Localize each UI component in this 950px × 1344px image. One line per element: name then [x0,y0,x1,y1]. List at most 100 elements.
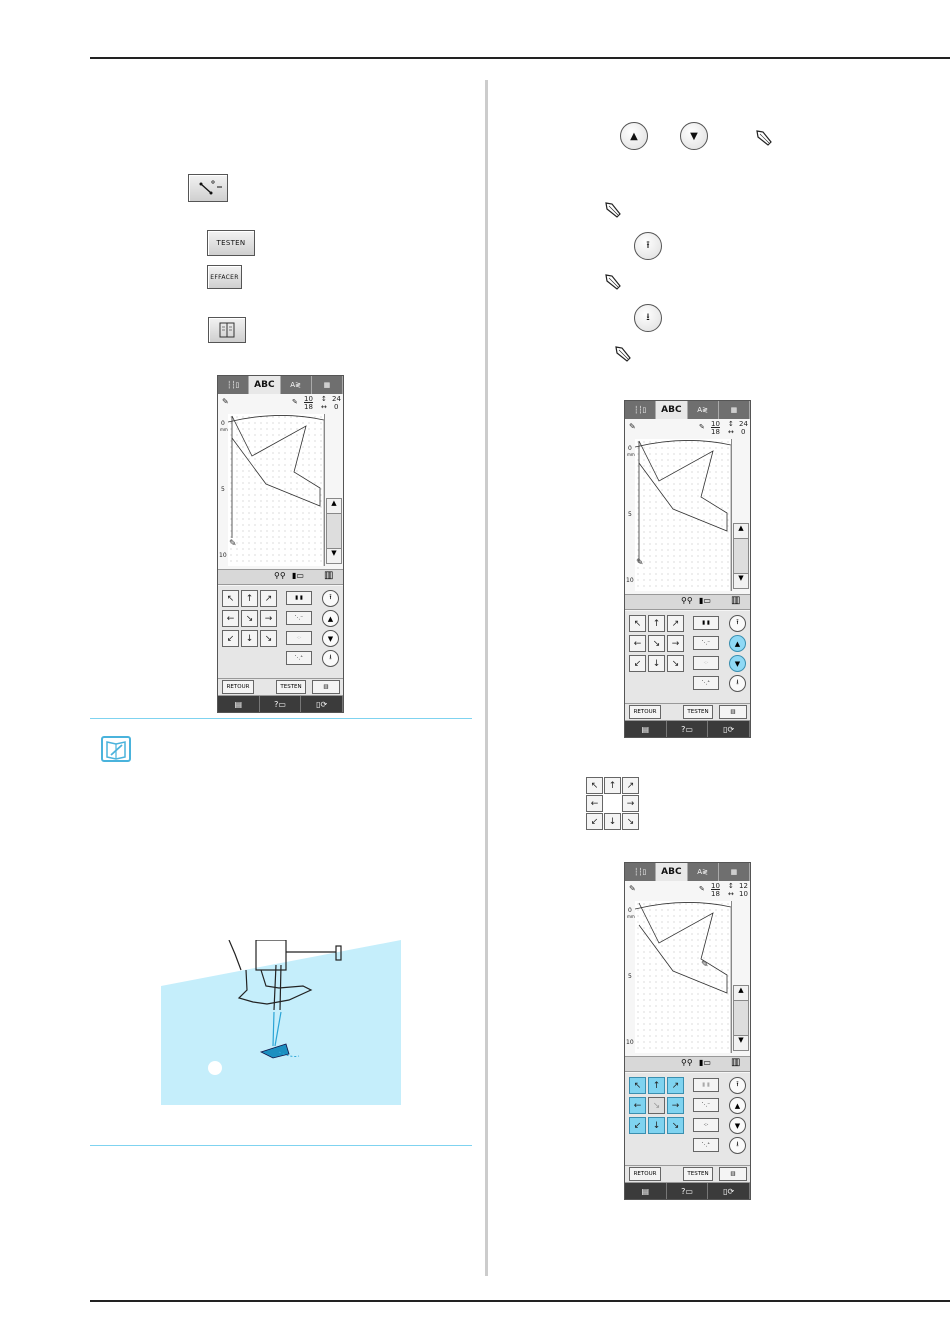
move-up-button[interactable]: ↑ [241,590,258,607]
prev-point-button[interactable]: ▲ [729,1097,746,1114]
move-down-left-button[interactable]: ↙ [586,813,603,830]
retour-button[interactable]: RETOUR [629,1167,661,1181]
testen-lcd-button[interactable]: TESTEN [683,1167,713,1181]
document-icon[interactable]: ▤ [625,1183,667,1199]
block-move-button[interactable]: ▮ ▮ [286,591,312,605]
memory-lcd-button[interactable]: ▥ [719,1167,747,1181]
next-point-button[interactable]: ▼ [729,1117,746,1134]
point-edit-button[interactable]: ·:· [286,631,312,645]
last-point-button[interactable]: ⭳ [322,650,339,667]
move-up-button[interactable]: ↑ [604,777,621,794]
tab-mydesign[interactable]: ▦ [719,401,750,419]
grid-view-icon[interactable]: ▮▭ [699,596,711,605]
move-up-button[interactable]: ↑ [648,615,665,632]
vertical-scrollbar[interactable]: ▲ ▼ [733,523,749,589]
point-insert-small-button[interactable]: ⋱⁻ [286,611,312,625]
tab-mydesign[interactable]: ▦ [312,376,343,394]
retour-button[interactable]: RETOUR [629,705,661,719]
move-right-button[interactable]: → [667,635,684,652]
book-icon[interactable]: ▥ [731,1057,741,1068]
design-canvas[interactable]: ✎ [634,439,732,591]
move-down-right-button[interactable]: ↘ [667,1117,684,1134]
tab-character[interactable]: ABC [249,376,281,394]
book-icon[interactable]: ▥ [324,570,334,581]
move-up-left-button[interactable]: ↖ [629,1077,646,1094]
last-point-button[interactable]: ⭳ [729,675,746,692]
scroll-down-icon[interactable]: ▼ [734,1035,748,1050]
zoom-icon[interactable]: ⚲⚲ [681,596,693,605]
testen-lcd-button[interactable]: TESTEN [683,705,713,719]
thread-icon[interactable]: ▯⟳ [708,1183,751,1199]
move-down-left-button[interactable]: ↙ [629,1117,646,1134]
move-up-left-button[interactable]: ↖ [586,777,603,794]
tab-utility[interactable]: ┆┆▯ [218,376,250,394]
move-center-button[interactable]: ↘ [648,1097,665,1114]
grid-view-icon[interactable]: ▮▭ [699,1058,711,1067]
move-left-button[interactable]: ← [586,795,603,812]
move-down-left-button[interactable]: ↙ [629,655,646,672]
move-left-button[interactable]: ← [629,1097,646,1114]
vertical-scrollbar[interactable]: ▲ ▼ [733,985,749,1051]
move-down-button[interactable]: ↓ [648,1117,665,1134]
point-add-button[interactable]: ⋱⁺ [693,676,719,690]
thread-icon[interactable]: ▯⟳ [301,696,344,712]
first-point-button[interactable]: ⭱ [322,590,339,607]
move-up-right-button[interactable]: ↗ [667,615,684,632]
next-point-button[interactable]: ▼ [729,655,746,672]
first-point-button[interactable]: ⭱ [729,1077,746,1094]
tab-character[interactable]: ABC [656,863,688,881]
move-right-button[interactable]: → [622,795,639,812]
testen-button[interactable]: TESTEN [207,230,255,256]
help-machine-icon[interactable]: ?▭ [667,721,709,737]
design-canvas[interactable]: ✎ [227,414,325,566]
move-down-left-button[interactable]: ↙ [222,630,239,647]
point-insert-button[interactable] [188,174,228,202]
down-point-button[interactable]: ▼ [680,122,708,150]
block-move-button[interactable]: ▮ ▮ [693,616,719,630]
prev-point-button[interactable]: ▲ [729,635,746,652]
move-center-button[interactable]: ↘ [241,610,258,627]
help-machine-icon[interactable]: ?▭ [667,1183,709,1199]
book-icon[interactable]: ▥ [731,595,741,606]
grid-view-icon[interactable]: ▮▭ [292,571,304,580]
document-icon[interactable]: ▤ [625,721,667,737]
effacer-button[interactable]: EFFACER [207,265,242,289]
point-add-button[interactable]: ⋱⁺ [286,651,312,665]
move-center-button[interactable]: ↘ [648,635,665,652]
point-add-button[interactable]: ⋱⁺ [693,1138,719,1152]
document-icon[interactable]: ▤ [218,696,260,712]
tab-mydesign[interactable]: ▦ [719,863,750,881]
scroll-down-icon[interactable]: ▼ [327,548,341,563]
point-edit-button[interactable]: ·:· [693,1118,719,1132]
first-point-button[interactable]: ⭱ [729,615,746,632]
move-down-button[interactable]: ↓ [648,655,665,672]
point-insert-small-button[interactable]: ⋱⁻ [693,1098,719,1112]
tab-decorative[interactable]: A≷ [688,401,719,419]
memory-lcd-button[interactable]: ▥ [312,680,340,694]
move-up-right-button[interactable]: ↗ [667,1077,684,1094]
move-left-button[interactable]: ← [629,635,646,652]
next-point-button[interactable]: ▼ [322,630,339,647]
memory-button[interactable] [208,317,246,343]
tab-decorative[interactable]: A≷ [688,863,719,881]
help-machine-icon[interactable]: ?▭ [260,696,302,712]
move-down-right-button[interactable]: ↘ [260,630,277,647]
point-insert-small-button[interactable]: ⋱⁻ [693,636,719,650]
vertical-scrollbar[interactable]: ▲ ▼ [326,498,342,564]
move-up-button[interactable]: ↑ [648,1077,665,1094]
zoom-icon[interactable]: ⚲⚲ [681,1058,693,1067]
move-down-right-button[interactable]: ↘ [667,655,684,672]
first-point-round-button[interactable]: ⭱ [634,232,662,260]
block-move-button[interactable]: ▮ ▮ [693,1078,719,1092]
move-right-button[interactable]: → [667,1097,684,1114]
tab-decorative[interactable]: A≷ [281,376,312,394]
move-up-right-button[interactable]: ↗ [260,590,277,607]
last-point-round-button[interactable]: ⭳ [634,304,662,332]
scroll-up-icon[interactable]: ▲ [734,986,748,1001]
tab-character[interactable]: ABC [656,401,688,419]
move-up-left-button[interactable]: ↖ [222,590,239,607]
move-down-right-button[interactable]: ↘ [622,813,639,830]
up-point-button[interactable]: ▲ [620,122,648,150]
tab-utility[interactable]: ┆┆▯ [625,401,657,419]
retour-button[interactable]: RETOUR [222,680,254,694]
